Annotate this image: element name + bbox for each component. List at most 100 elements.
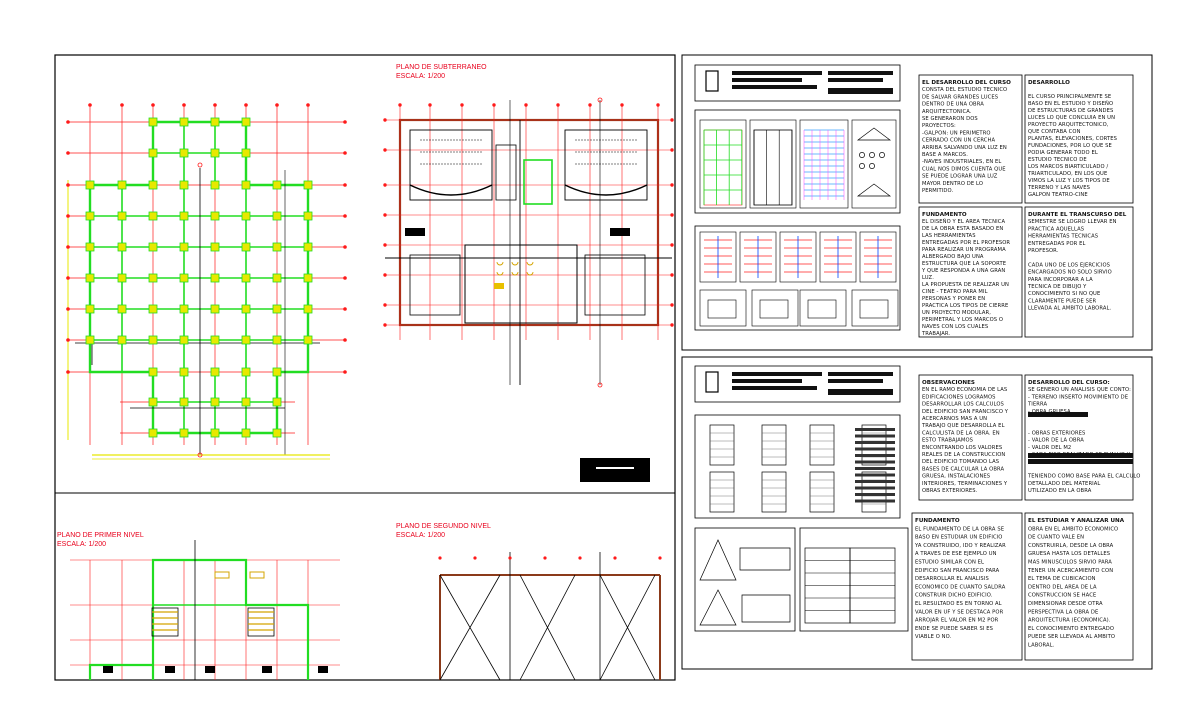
text-line: ARROJAR EL VALOR EN M2 POR [915, 618, 999, 624]
grid-node [383, 323, 387, 327]
column [241, 242, 251, 252]
column [272, 428, 282, 438]
column [179, 273, 189, 283]
primer-nivel-scale: ESCALA: 1/200 [57, 541, 106, 548]
stair [247, 607, 275, 637]
text-line: PERIMETRAL Y LOS MARCOS O [922, 317, 1003, 323]
primer-nivel-title: PLANO DE PRIMER NIVEL [57, 532, 144, 539]
thumb-plan [761, 424, 787, 466]
text-line: ARQUITECTURA (ECONOMICA). [1028, 618, 1111, 624]
grid-node [66, 214, 70, 218]
text-line: CLARAMENTE PUEDE SER [1028, 298, 1096, 304]
thumb-grid [703, 129, 743, 206]
text-line: LUCES LO QUE CONCLUIA EN UN [1028, 115, 1115, 121]
grid-node [383, 183, 387, 187]
title-block-stripe [596, 467, 634, 469]
text-line: PROYECTO ARQUITECTONICO, [1028, 122, 1109, 128]
thumb [699, 289, 747, 327]
grid-node [120, 103, 124, 107]
text-line: EL DESARROLLO DEL CURSO [922, 80, 1011, 86]
text-line: TECNICA DE DIBUJO Y [1027, 284, 1087, 290]
text-line: DE ESTRUCTURAS DE GRANDES [1028, 108, 1113, 114]
grid-node [670, 243, 674, 247]
subterraneo-title: PLANO DE SUBTERRANEO [396, 64, 487, 71]
grid-node [670, 273, 674, 277]
column [179, 367, 189, 377]
truss-brace [439, 574, 501, 681]
text-line: PARA REALIZAR UN PROGRAMA [922, 247, 1006, 253]
thumb-detail [859, 163, 865, 169]
column [117, 211, 127, 221]
text-line: ESTO TRABAJAMOS [922, 438, 973, 444]
text-line: EL CONOCIMIENTO ENTREGADO [1028, 626, 1114, 632]
column [272, 273, 282, 283]
grid-node [244, 103, 248, 107]
column [272, 367, 282, 377]
text-line: TRABAJAR. [921, 331, 950, 337]
text-line: TIERRA [1027, 402, 1047, 408]
column [241, 211, 251, 221]
thumb-table-row [855, 499, 895, 503]
text-line: DEL EDIFICIO TOMANDO LAS [922, 459, 999, 465]
grid-node [383, 243, 387, 247]
thumb-table-row [855, 486, 895, 490]
sheet2-image-panel-a [694, 414, 901, 519]
fixture [249, 571, 265, 579]
thumb-plan [861, 424, 887, 466]
column [117, 273, 127, 283]
equipment [165, 666, 175, 673]
column [85, 180, 95, 190]
thumb-table-row [855, 493, 895, 496]
subterraneo-plan [383, 97, 674, 388]
sheet1-header-bar [732, 85, 817, 89]
grid-node [383, 273, 387, 277]
text-line: -GALPON: UN PERIMETRO [922, 130, 991, 136]
column [303, 211, 313, 221]
thumb-table-row [855, 460, 895, 464]
segundo-nivel-scale: ESCALA: 1/200 [396, 532, 445, 539]
column [85, 242, 95, 252]
grid-node [588, 103, 592, 107]
thumb [859, 231, 897, 283]
column [85, 211, 95, 221]
hall [464, 244, 578, 324]
sheet2-thumbnails [699, 424, 896, 626]
text-line: MAS MINUSCULOS SIRVIO PARA [1028, 560, 1112, 566]
stair [495, 144, 517, 201]
column [148, 428, 158, 438]
column [210, 428, 220, 438]
grid-node [613, 556, 617, 560]
text-line: - OBRA GRUESA [1028, 409, 1071, 415]
text-line: ACERCARNOS MAS A UN [922, 416, 987, 422]
text-line: VALOR EN UF Y SE DESTACA POR [915, 609, 1004, 615]
column [210, 335, 220, 345]
text-line: BASO EN ESTUDIAR UN EDIFICIO [915, 535, 1002, 541]
core [523, 159, 553, 205]
grid-node [275, 103, 279, 107]
grid-node [343, 245, 347, 249]
primer-nivel-plan [70, 540, 340, 680]
text-line: CINE - TEATRO PARA MIL [922, 289, 988, 295]
text-line: CONSTRUCCION SE HACE [1028, 593, 1096, 599]
text-line: OBSERVACIONES [922, 380, 975, 386]
text-line: LAS HERRAMIENTAS [922, 233, 976, 239]
text-line: EDIFICIO SAN FRANCISCO PARA [915, 568, 1000, 574]
thumb [851, 119, 897, 209]
outer-wall [398, 118, 660, 327]
text-line: DIMENSIONAR DESDE OTRA [1028, 601, 1103, 607]
column [303, 335, 313, 345]
sheet1-thumbnails [699, 119, 899, 327]
grid-node [66, 245, 70, 249]
column [210, 180, 220, 190]
column [148, 148, 158, 158]
column [148, 180, 158, 190]
column [179, 148, 189, 158]
grid-node [383, 148, 387, 152]
grid-node [524, 103, 528, 107]
column [210, 273, 220, 283]
sheet2-text-box-1 [918, 374, 1023, 501]
fixture [526, 271, 534, 276]
thumb [851, 289, 899, 327]
